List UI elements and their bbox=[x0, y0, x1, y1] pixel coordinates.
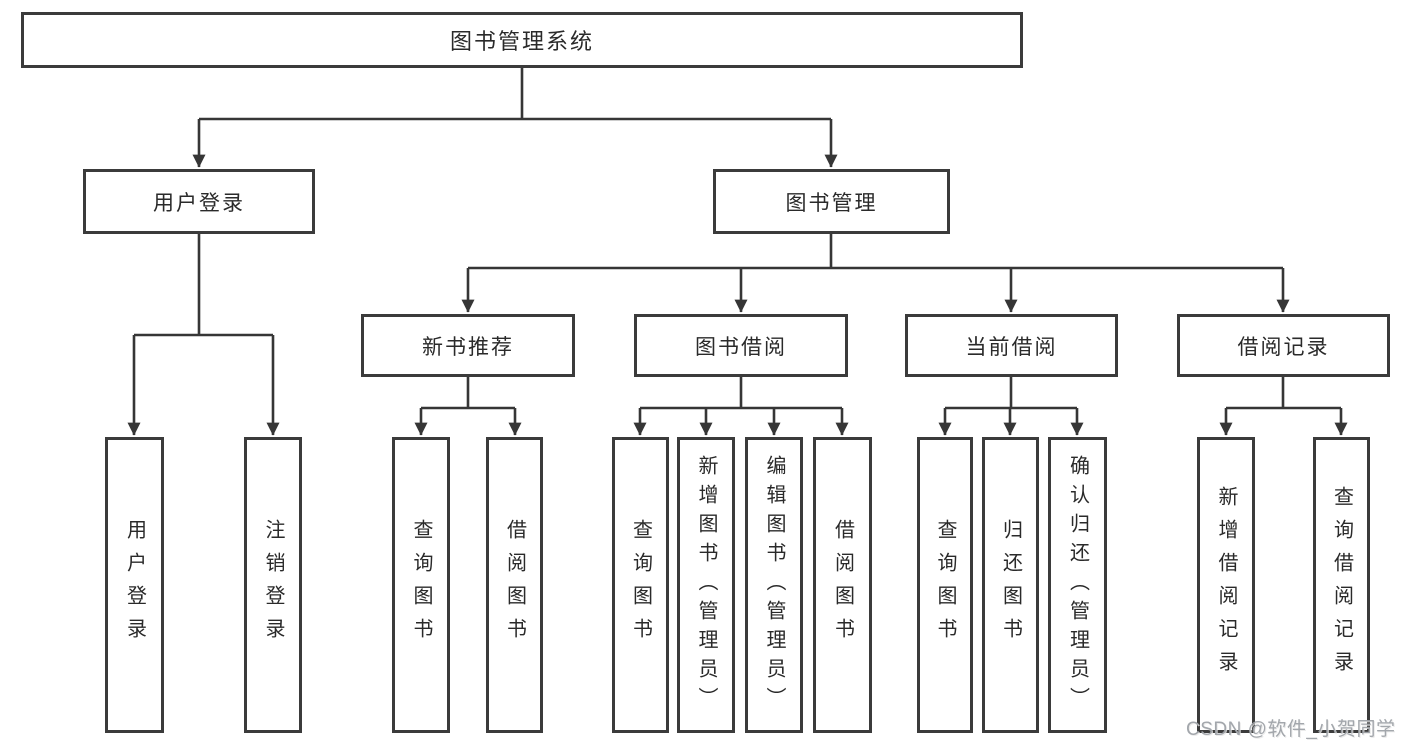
leaf-borrow-books-nb: 借阅图书 bbox=[486, 437, 543, 733]
leaf-confirm-return-admin: 确认归还（管理员） bbox=[1048, 437, 1107, 733]
leaf-user-login: 用户登录 bbox=[105, 437, 164, 733]
node-label: 查询图书 bbox=[629, 519, 652, 651]
node-label: 用户登录 bbox=[123, 519, 146, 651]
node-borrowing-records: 借阅记录 bbox=[1177, 314, 1390, 377]
node-label: 注销登录 bbox=[262, 519, 284, 651]
node-label: 用户登录 bbox=[153, 191, 245, 215]
leaf-query-books-bb: 查询图书 bbox=[612, 437, 669, 733]
node-current-borrowing: 当前借阅 bbox=[905, 314, 1118, 377]
leaf-return-books: 归还图书 bbox=[982, 437, 1039, 733]
leaf-edit-books-admin: 编辑图书（管理员） bbox=[745, 437, 803, 733]
node-label: 当前借阅 bbox=[965, 335, 1058, 359]
node-book-borrowing: 图书借阅 bbox=[634, 314, 848, 377]
node-label: 查询图书 bbox=[934, 519, 956, 651]
node-label: 借阅图书 bbox=[503, 519, 526, 651]
node-label: 查询图书 bbox=[410, 519, 432, 651]
node-label: 新增借阅记录 bbox=[1215, 486, 1237, 684]
node-label: 图书借阅 bbox=[695, 335, 787, 359]
node-label: 借阅图书 bbox=[831, 519, 854, 651]
node-label: 归还图书 bbox=[999, 519, 1022, 651]
leaf-logout: 注销登录 bbox=[244, 437, 302, 733]
node-label: 借阅记录 bbox=[1237, 335, 1330, 359]
node-label: 图书管理系统 bbox=[449, 29, 594, 54]
node-user-login: 用户登录 bbox=[83, 169, 315, 234]
node-label: 图书管理 bbox=[785, 191, 878, 215]
node-new-book-recommendation: 新书推荐 bbox=[361, 314, 575, 377]
leaf-query-books-cb: 查询图书 bbox=[917, 437, 973, 733]
node-label: 新增图书（管理员） bbox=[695, 454, 717, 716]
node-label: 确认归还（管理员） bbox=[1066, 454, 1089, 716]
node-label: 新书推荐 bbox=[422, 335, 514, 359]
leaf-add-borrow-record: 新增借阅记录 bbox=[1197, 437, 1255, 733]
watermark: CSDN @软件_小贺同学 bbox=[1186, 719, 1396, 740]
node-label: 编辑图书（管理员） bbox=[763, 454, 785, 716]
node-library-management-system: 图书管理系统 bbox=[21, 12, 1023, 68]
node-label: 查询借阅记录 bbox=[1330, 486, 1353, 684]
leaf-query-books-nb: 查询图书 bbox=[392, 437, 450, 733]
node-book-management: 图书管理 bbox=[713, 169, 950, 234]
leaf-add-books-admin: 新增图书（管理员） bbox=[677, 437, 735, 733]
leaf-borrow-books-bb: 借阅图书 bbox=[813, 437, 872, 733]
leaf-query-borrow-record: 查询借阅记录 bbox=[1313, 437, 1370, 733]
